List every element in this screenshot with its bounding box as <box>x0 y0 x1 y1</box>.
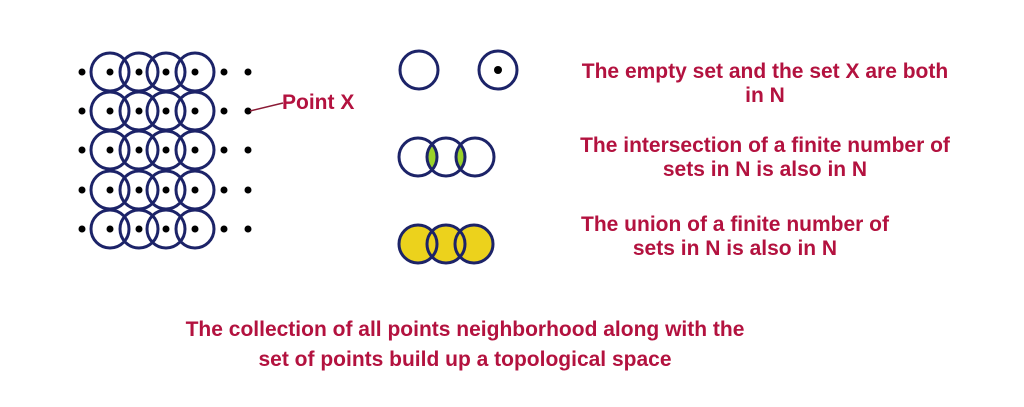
neighborhood-circle <box>145 208 187 250</box>
neighborhood-circle <box>174 208 216 250</box>
point-dot <box>106 107 114 115</box>
point-dot <box>220 146 228 154</box>
point-dot <box>220 225 228 233</box>
point-dot <box>162 146 170 154</box>
point-dot <box>191 225 199 233</box>
point-dot <box>244 225 252 233</box>
set-circle <box>425 223 467 265</box>
neighborhood-circle <box>89 129 131 171</box>
statement-line: sets in N is also in N <box>632 237 838 260</box>
point-dot <box>106 225 114 233</box>
point-dot <box>135 186 143 194</box>
point-dot <box>220 68 228 76</box>
point-dot <box>135 225 143 233</box>
intersection-circles <box>397 136 496 178</box>
set-x-circle <box>477 49 519 91</box>
point-dot <box>244 107 252 115</box>
point-dot <box>135 146 143 154</box>
statement-line: The empty set and the set X are both <box>581 60 949 83</box>
point-dot <box>244 68 252 76</box>
point-dot <box>106 68 114 76</box>
point-dot <box>135 68 143 76</box>
point-dot <box>78 186 86 194</box>
point-dot <box>78 68 86 76</box>
point-dot <box>244 146 252 154</box>
statement-line: The intersection of a finite number of <box>580 134 950 157</box>
point-dot <box>191 68 199 76</box>
point-dot <box>162 225 170 233</box>
set-circle <box>397 223 439 265</box>
neighborhood-circle <box>118 208 160 250</box>
point-x-pointer <box>249 102 284 112</box>
neighborhood-circle <box>145 129 187 171</box>
statement-intersection: The intersection of a finite number of s… <box>530 134 1000 182</box>
point-dot <box>191 146 199 154</box>
point-dot <box>220 186 228 194</box>
statement-line: sets in N is also in N <box>662 158 868 181</box>
statement-union: The union of a finite number of sets in … <box>500 213 970 261</box>
point-dot <box>78 225 86 233</box>
point-dot <box>106 186 114 194</box>
union-circles <box>397 223 495 265</box>
caption: The collection of all points neighborhoo… <box>100 318 830 372</box>
point-dot <box>162 186 170 194</box>
neighborhood-circle <box>174 129 216 171</box>
point-dot <box>162 107 170 115</box>
statement-line: The union of a finite number of <box>581 213 889 236</box>
point-dot <box>191 186 199 194</box>
point-dot <box>106 146 114 154</box>
point-dot <box>162 68 170 76</box>
set-x-point <box>494 66 502 74</box>
empty-set-circle <box>398 49 440 91</box>
caption-line: The collection of all points neighborhoo… <box>185 318 745 341</box>
statement-empty-set: The empty set and the set X are both in … <box>530 60 1000 108</box>
point-x-label: Point X <box>282 91 355 114</box>
point-dot <box>78 107 86 115</box>
point-dot <box>220 107 228 115</box>
set-circle <box>454 136 496 178</box>
point-dot <box>78 146 86 154</box>
union-fill <box>399 225 437 263</box>
neighborhood-circle <box>89 208 131 250</box>
union-fill <box>427 225 465 263</box>
statement-line: in N <box>745 84 785 107</box>
point-dot <box>135 107 143 115</box>
point-dot <box>244 186 252 194</box>
set-circle <box>425 136 467 178</box>
caption-line: set of points build up a topological spa… <box>258 348 672 371</box>
neighborhood-circle <box>118 129 160 171</box>
set-circle <box>397 136 439 178</box>
union-fill <box>455 225 493 263</box>
point-dot <box>191 107 199 115</box>
set-circle <box>453 223 495 265</box>
neighborhood-grid <box>78 51 252 250</box>
